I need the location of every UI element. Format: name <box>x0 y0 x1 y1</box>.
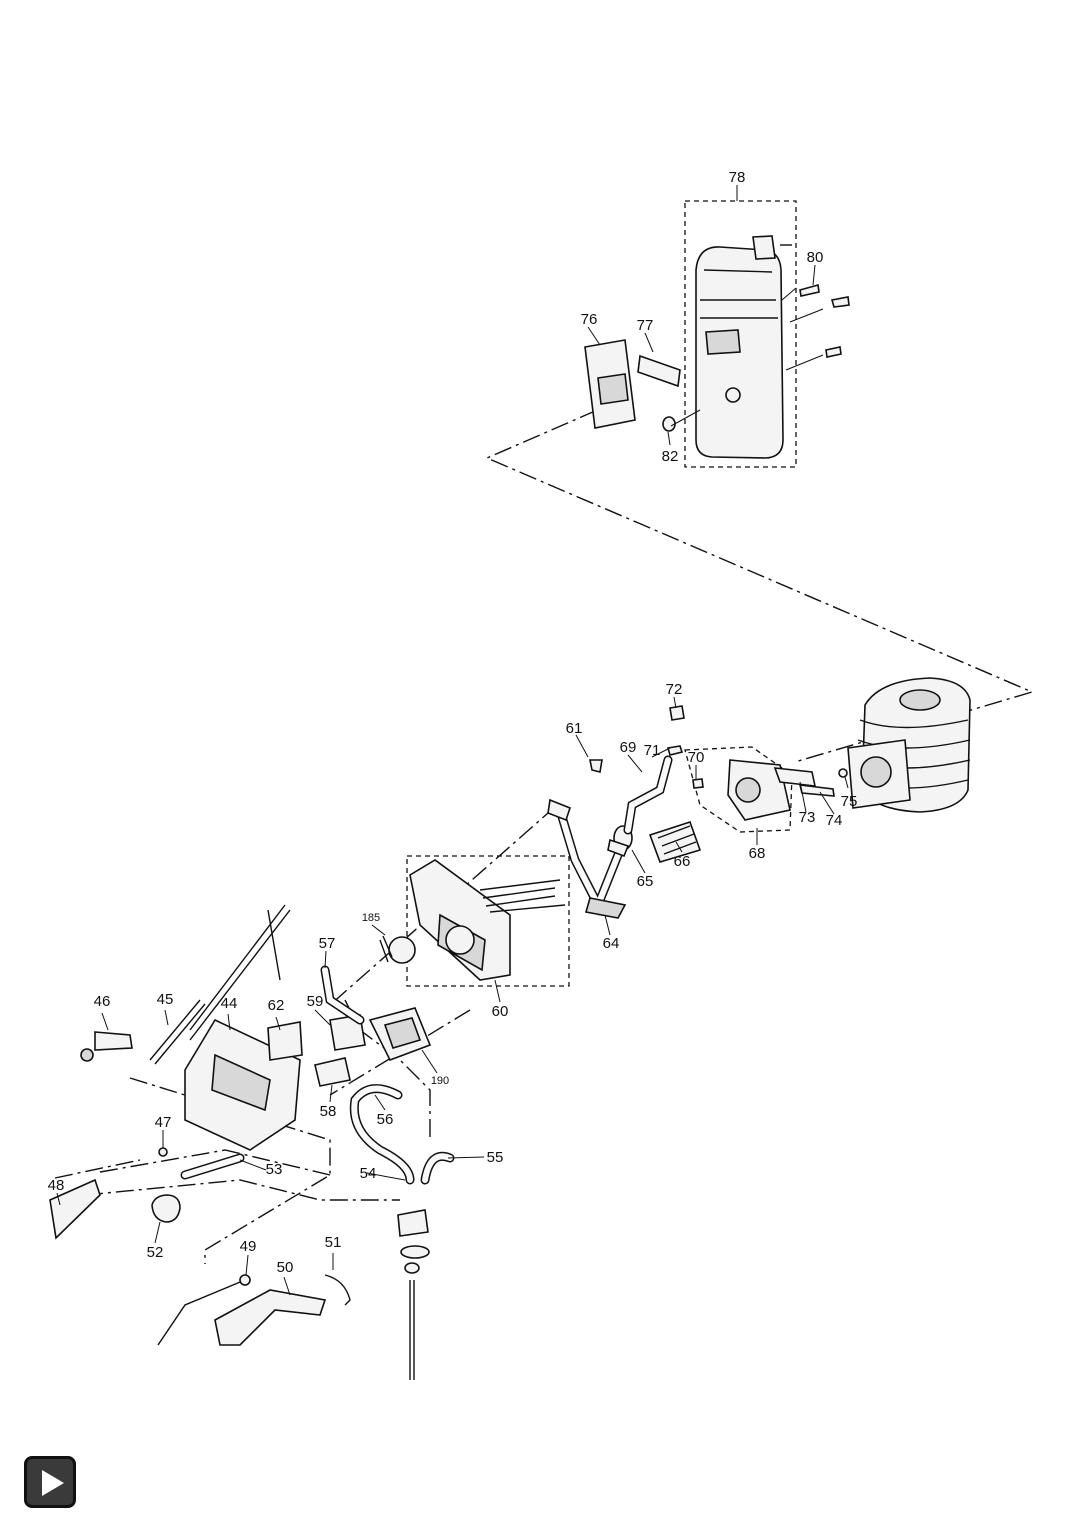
leader-lines <box>56 185 849 1296</box>
part-label-58: 58 <box>320 1103 337 1120</box>
part-label-60: 60 <box>492 1003 509 1020</box>
part-label-54: 54 <box>360 1165 377 1182</box>
part-label-56: 56 <box>377 1111 394 1128</box>
part-label-64: 64 <box>603 935 620 952</box>
fuel-hose <box>349 1084 455 1380</box>
part-label-69: 69 <box>620 739 637 756</box>
throttle-trigger <box>157 1274 351 1346</box>
intake-group <box>589 705 848 863</box>
tank-handle <box>49 904 303 1240</box>
part-label-71: 71 <box>644 742 661 759</box>
part-label-65: 65 <box>637 873 654 890</box>
intake-pipe-64 <box>547 798 630 919</box>
part-label-55: 55 <box>487 1149 504 1166</box>
part-label-80: 80 <box>807 249 824 266</box>
part-labels: 78 80 76 77 82 72 61 69 71 70 75 73 74 6… <box>48 169 858 1276</box>
part-label-73: 73 <box>799 809 816 826</box>
part-label-76: 76 <box>581 311 598 328</box>
part-label-46: 46 <box>94 993 111 1010</box>
muffler-assembly <box>584 200 850 468</box>
part-label-185: 185 <box>362 912 380 924</box>
part-label-77: 77 <box>637 317 654 334</box>
carburetor <box>314 935 432 1087</box>
part-label-59: 59 <box>307 993 324 1010</box>
intake-adapter-60 <box>406 855 570 987</box>
play-icon <box>42 1470 64 1496</box>
part-label-61: 61 <box>566 720 583 737</box>
part-label-52: 52 <box>147 1244 164 1261</box>
part-label-50: 50 <box>277 1259 294 1276</box>
part-label-75: 75 <box>841 793 858 810</box>
part-label-78: 78 <box>729 169 746 186</box>
part-label-82: 82 <box>662 448 679 465</box>
part-label-68: 68 <box>749 845 766 862</box>
part-label-48: 48 <box>48 1177 65 1194</box>
part-label-62: 62 <box>268 997 285 1014</box>
part-label-45: 45 <box>157 991 174 1008</box>
assembly-lines <box>54 397 1035 1264</box>
part-label-72: 72 <box>666 681 683 698</box>
part-label-190: 190 <box>431 1075 449 1087</box>
play-button[interactable] <box>24 1456 76 1508</box>
part-label-74: 74 <box>826 812 843 829</box>
part-label-70: 70 <box>688 749 705 766</box>
part-label-57: 57 <box>319 935 336 952</box>
part-label-51: 51 <box>325 1234 342 1251</box>
part-label-53: 53 <box>266 1161 283 1178</box>
part-label-47: 47 <box>155 1114 172 1131</box>
part-label-49: 49 <box>240 1238 257 1255</box>
part-label-66: 66 <box>674 853 691 870</box>
part-label-44: 44 <box>221 995 238 1012</box>
cylinder <box>847 677 971 813</box>
